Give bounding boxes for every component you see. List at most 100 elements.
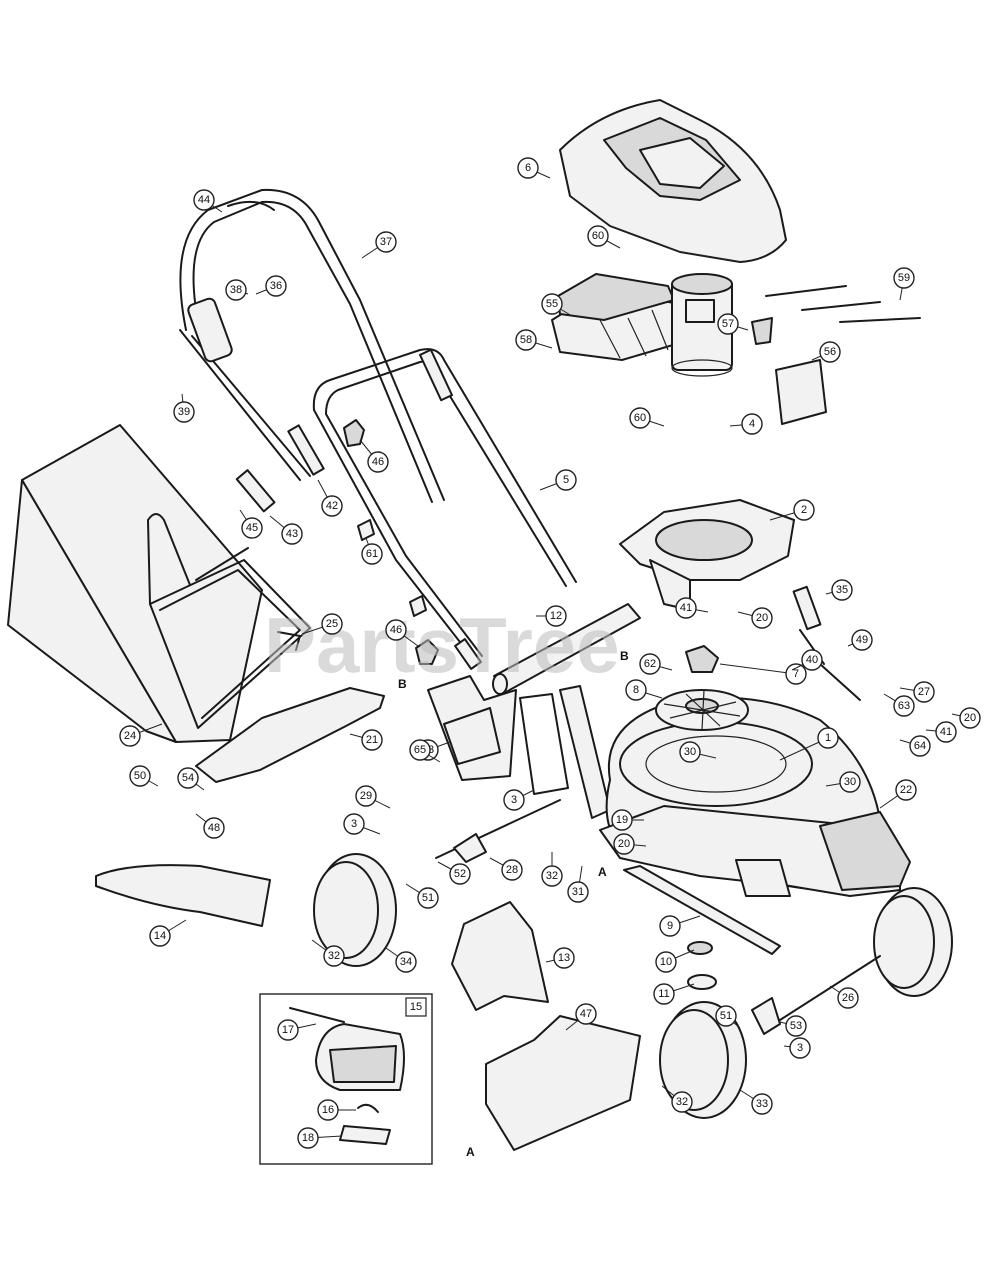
callout-circle-3b <box>503 789 525 811</box>
callout-number-36: 36 <box>270 280 282 292</box>
callout-8: 8 <box>625 679 663 701</box>
callout-circle-37 <box>375 231 397 253</box>
callout-circle-3c <box>789 1037 811 1059</box>
callout-circle-33 <box>751 1093 773 1115</box>
callout-47: 47 <box>565 1003 597 1031</box>
rear-axle <box>751 585 881 1035</box>
callout-number-10: 10 <box>660 956 672 968</box>
callout-circle-34 <box>395 951 417 973</box>
callout-circle-55 <box>541 293 563 315</box>
callout-circle-7 <box>785 663 807 685</box>
callout-38: 38 <box>225 279 249 301</box>
callout-circle-30a <box>679 741 701 763</box>
callout-40: 40 <box>791 649 823 671</box>
callout-number-41b: 41 <box>940 726 952 738</box>
callout-circle-9 <box>659 915 681 937</box>
callout-19: 19 <box>611 809 644 831</box>
callout-circle-13 <box>553 947 575 969</box>
callout-37: 37 <box>361 231 397 259</box>
callout-circle-38 <box>225 279 247 301</box>
callout-60b: 60 <box>629 407 665 429</box>
callout-number-21: 21 <box>366 734 378 746</box>
callout-62: 62 <box>639 653 673 675</box>
callout-circle-42 <box>321 495 343 517</box>
rear-baffle <box>819 811 911 891</box>
callout-number-29: 29 <box>360 790 372 802</box>
callout-32b: 32 <box>541 852 563 887</box>
callout-circle-5 <box>555 469 577 491</box>
callout-number-62: 62 <box>644 658 656 670</box>
callout-39: 39 <box>173 393 195 423</box>
callout-65: 65 <box>409 739 441 763</box>
callout-circle-4 <box>741 413 763 435</box>
callout-number-37: 37 <box>380 236 392 248</box>
callout-number-3c: 3 <box>797 1042 803 1054</box>
callout-number-48: 48 <box>208 822 220 834</box>
callout-number-4: 4 <box>749 418 755 430</box>
callout-number-16: 16 <box>322 1104 334 1116</box>
callout-3a: 3 <box>343 813 381 835</box>
callout-circle-25 <box>321 613 343 635</box>
callout-41a: 41 <box>675 597 709 619</box>
callout-51a: 51 <box>405 883 439 909</box>
callout-circle-20a <box>751 607 773 629</box>
callout-9: 9 <box>659 915 701 937</box>
callout-number-38: 38 <box>230 284 242 296</box>
callout-number-9: 9 <box>667 920 673 932</box>
charger <box>751 285 921 425</box>
callout-number-32a: 32 <box>328 950 340 962</box>
callout-circle-47 <box>575 1003 597 1025</box>
callout-number-32b: 32 <box>546 870 558 882</box>
letter-b-left: B <box>398 677 407 691</box>
callout-circle-50 <box>129 765 151 787</box>
callout-circle-35 <box>831 579 853 601</box>
battery <box>551 273 691 361</box>
callout-number-20a: 20 <box>756 612 768 624</box>
callout-circle-64 <box>909 735 931 757</box>
callout-circle-32a <box>323 945 345 967</box>
callout-circle-59 <box>893 267 915 289</box>
callout-number-26: 26 <box>842 992 854 1004</box>
callout-circle-3a <box>343 813 365 835</box>
callout-24: 24 <box>119 723 163 747</box>
callout-25: 25 <box>301 613 343 635</box>
callout-54: 54 <box>177 767 205 791</box>
handle-assembly <box>179 188 577 670</box>
callout-circle-14 <box>149 925 171 947</box>
callout-29: 29 <box>355 785 391 809</box>
callout-circle-20c <box>959 707 981 729</box>
callout-number-46b: 46 <box>390 624 402 636</box>
callout-58: 58 <box>515 329 553 351</box>
callout-number-11: 11 <box>658 988 669 1000</box>
callout-35: 35 <box>825 579 853 601</box>
callout-number-13: 13 <box>558 952 570 964</box>
callout-number-30a: 30 <box>684 746 696 758</box>
callout-number-31: 31 <box>572 886 584 898</box>
inset-box <box>259 993 433 1165</box>
callout-2: 2 <box>769 499 815 521</box>
callout-number-40: 40 <box>806 654 818 666</box>
callout-34: 34 <box>385 947 417 973</box>
callout-53: 53 <box>779 1015 807 1037</box>
callout-circle-52 <box>449 863 471 885</box>
callout-circle-6 <box>517 157 539 179</box>
callout-circle-19 <box>611 809 633 831</box>
callout-20b: 20 <box>613 833 647 855</box>
callout-number-32c: 32 <box>676 1096 688 1108</box>
callout-4: 4 <box>729 413 763 435</box>
callout-number-8: 8 <box>633 684 639 696</box>
callout-60a: 60 <box>587 225 621 249</box>
callout-20a: 20 <box>737 607 773 629</box>
callout-7: 7 <box>719 663 807 685</box>
callout-57: 57 <box>717 313 749 335</box>
callout-21: 21 <box>349 729 383 751</box>
callout-64: 64 <box>899 735 931 757</box>
callout-number-60a: 60 <box>592 230 604 242</box>
callout-number-12: 12 <box>550 610 562 622</box>
callout-number-50: 50 <box>134 770 146 782</box>
callout-circle-17 <box>277 1019 299 1041</box>
callout-circle-16 <box>317 1099 339 1121</box>
callout-3c: 3 <box>783 1037 811 1059</box>
callout-number-47: 47 <box>580 1008 592 1020</box>
